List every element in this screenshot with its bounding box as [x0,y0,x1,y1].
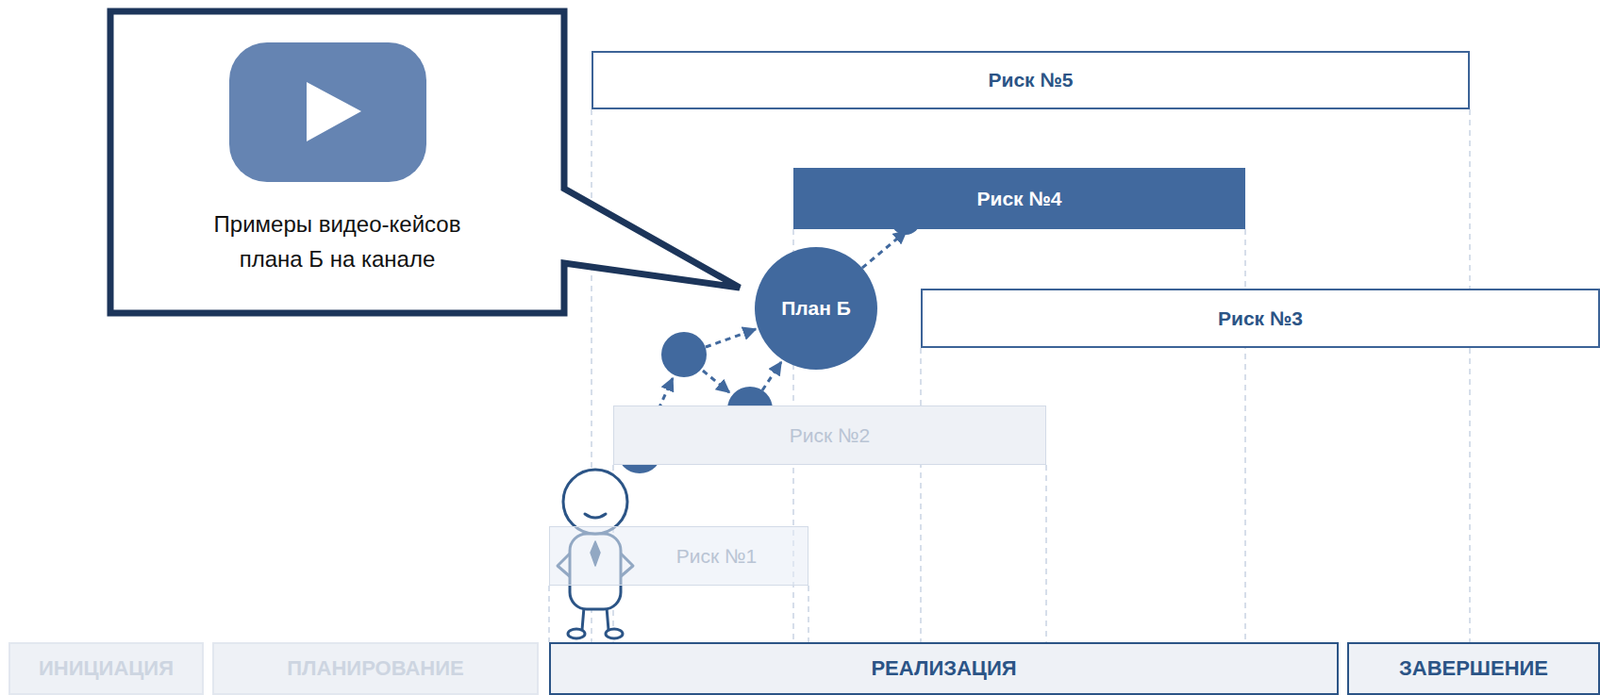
node-label: Риск №2 [789,424,870,448]
node-label: План Б [781,297,851,320]
risk-bar: Риск №3 [920,288,1600,349]
node-label: ИНИЦИАЦИЯ [38,656,174,682]
phase-bar: ИНИЦИАЦИЯ [8,642,204,695]
dashed-arrow [862,231,907,268]
plan-circle: План Б [754,247,878,370]
node-label: Примеры видео-кейсов плана Б на канале [200,206,475,277]
risk-bar: Риск №5 [591,50,1470,110]
risk-bar: Риск №1 [549,526,809,586]
phase-bar: ПЛАНИРОВАНИЕ [212,642,539,695]
node-label: ПЛАНИРОВАНИЕ [286,656,464,682]
guide-lines [549,109,1470,643]
node-label: Риск №4 [976,187,1062,211]
risk-bar: Риск №4 [793,167,1246,230]
node-label: ЗАВЕРШЕНИЕ [1399,656,1549,682]
circle-fill [754,247,878,370]
node-label: РЕАЛИЗАЦИЯ [870,656,1017,682]
phase-bar: РЕАЛИЗАЦИЯ [549,642,1339,695]
node-label: Риск №5 [987,68,1073,92]
callout-box: Примеры видео-кейсов плана Б на канале [107,184,567,299]
video-icon [229,42,427,183]
node-label: Риск №3 [1217,307,1303,331]
node-label: Риск №1 [676,545,757,568]
phase-bar: ЗАВЕРШЕНИЕ [1347,642,1600,695]
risk-bar: Риск №2 [613,405,1047,466]
